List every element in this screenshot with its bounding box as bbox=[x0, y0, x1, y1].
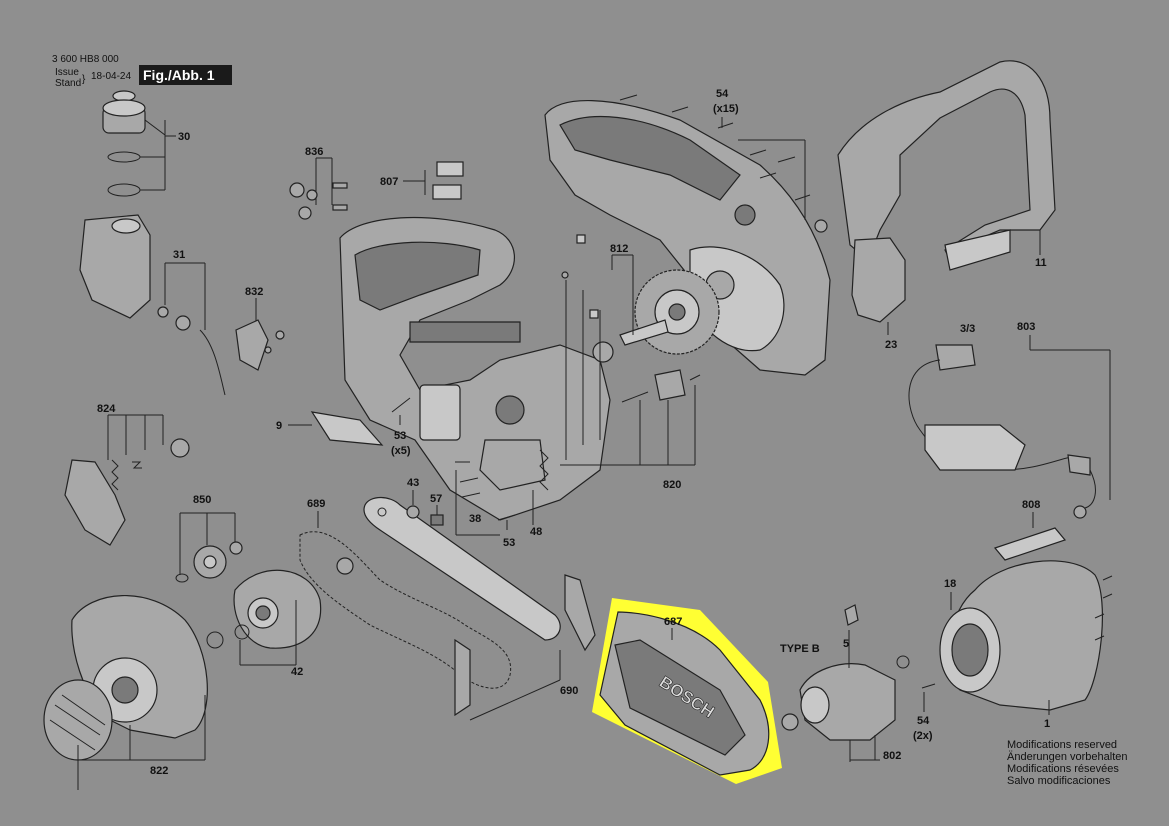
figure-label-box bbox=[139, 65, 232, 85]
callout-48: 48 bbox=[530, 526, 542, 538]
part-31-oil-hose[interactable] bbox=[157, 262, 226, 396]
callout-803: 803 bbox=[1017, 321, 1035, 333]
callout-11: 11 bbox=[1035, 257, 1047, 269]
callout-689: 689 bbox=[307, 498, 325, 510]
note-line-3: Modifications résevées bbox=[1007, 763, 1119, 775]
part-18-motor-housing[interactable] bbox=[939, 560, 1113, 715]
figure-label: Fig./Abb. 1 bbox=[143, 67, 215, 83]
callout-5: 5 bbox=[843, 638, 849, 650]
callout-832: 832 bbox=[245, 286, 263, 298]
part-687-chain-cover[interactable] bbox=[599, 611, 770, 776]
callout-43: 43 bbox=[407, 477, 419, 489]
part-689-chain[interactable] bbox=[299, 511, 512, 689]
doc-number: 3 600 HB8 000 bbox=[52, 54, 119, 65]
callout-23: 23 bbox=[885, 339, 897, 351]
callout-54b: 54 bbox=[917, 715, 930, 727]
header-block: 3 600 HB8 000 Issue Stand } 18-04-24 Fig… bbox=[52, 54, 232, 89]
part-43-nut[interactable] bbox=[406, 490, 420, 519]
callout-30: 30 bbox=[178, 131, 190, 143]
modifications-note: Modifications reserved Änderungen vorbeh… bbox=[1007, 739, 1127, 787]
callout-802: 802 bbox=[883, 750, 901, 762]
part-53-screw[interactable] bbox=[497, 514, 516, 530]
callout-808: 808 bbox=[1022, 499, 1040, 511]
part-812-gear[interactable] bbox=[592, 254, 720, 363]
brace-glyph: } bbox=[82, 74, 86, 85]
part-803-electronics[interactable] bbox=[908, 335, 1111, 519]
callout-9: 9 bbox=[276, 420, 282, 432]
part-23-handle-base[interactable] bbox=[851, 237, 906, 335]
callout-53b: 53 bbox=[503, 537, 515, 549]
part-850-clutch[interactable] bbox=[175, 512, 243, 583]
part-808-label[interactable] bbox=[993, 512, 1067, 561]
callout-3-3: 3/3 bbox=[960, 323, 975, 335]
issue-label: Issue bbox=[55, 67, 79, 78]
part-38-screws[interactable] bbox=[455, 461, 500, 536]
note-line-4: Salvo modificaciones bbox=[1007, 775, 1111, 787]
callout-836: 836 bbox=[305, 146, 323, 158]
part-11-front-handle[interactable] bbox=[837, 60, 1056, 271]
part-9-decal[interactable] bbox=[288, 411, 384, 446]
callout-850: 850 bbox=[193, 494, 211, 506]
part-690-guide-bar[interactable] bbox=[363, 496, 596, 721]
part-824-trigger[interactable] bbox=[64, 414, 190, 546]
part-822-side-cover[interactable] bbox=[43, 595, 208, 790]
note-line-1: Modifications reserved bbox=[1007, 739, 1117, 751]
part-802-motor[interactable] bbox=[781, 604, 936, 762]
part-807-labels[interactable] bbox=[403, 161, 464, 200]
part-53-screws-x5[interactable] bbox=[391, 397, 411, 425]
part-42-sprocket[interactable] bbox=[206, 569, 322, 666]
callout-42: 42 bbox=[291, 666, 303, 678]
part-836-screws[interactable] bbox=[289, 157, 348, 220]
callout-1: 1 bbox=[1044, 718, 1050, 730]
part-820-clamp[interactable] bbox=[560, 234, 701, 466]
part-54-screws-x15[interactable] bbox=[619, 94, 828, 233]
callout-687: 687 bbox=[664, 616, 682, 628]
part-832-switch[interactable] bbox=[235, 298, 285, 371]
housing-left-half bbox=[339, 216, 611, 521]
callout-822: 822 bbox=[150, 765, 168, 777]
callout-807: 807 bbox=[380, 176, 398, 188]
callout-38: 38 bbox=[469, 513, 481, 525]
callout-53a-qty: (x5) bbox=[391, 445, 411, 457]
type-b-label: TYPE B bbox=[780, 643, 820, 655]
callout-54-top: 54 bbox=[716, 88, 729, 100]
callout-690: 690 bbox=[560, 685, 578, 697]
issue-date: 18-04-24 bbox=[91, 71, 131, 82]
callout-53a: 53 bbox=[394, 430, 406, 442]
part-30-oil-cap[interactable] bbox=[102, 90, 176, 197]
callout-812: 812 bbox=[610, 243, 628, 255]
part-57-bolt[interactable] bbox=[430, 505, 444, 526]
callout-57: 57 bbox=[430, 493, 442, 505]
note-line-2: Änderungen vorbehalten bbox=[1007, 751, 1127, 763]
callout-820: 820 bbox=[663, 479, 681, 491]
callout-824: 824 bbox=[97, 403, 116, 415]
part-48-tensioner[interactable] bbox=[479, 439, 549, 525]
part-oil-tank-neck bbox=[79, 214, 151, 319]
callout-54-top-qty: (x15) bbox=[713, 103, 739, 115]
callout-54b-qty: (2x) bbox=[913, 730, 933, 742]
callout-18: 18 bbox=[944, 578, 956, 590]
callout-31: 31 bbox=[173, 249, 185, 261]
stand-label: Stand bbox=[55, 78, 81, 89]
